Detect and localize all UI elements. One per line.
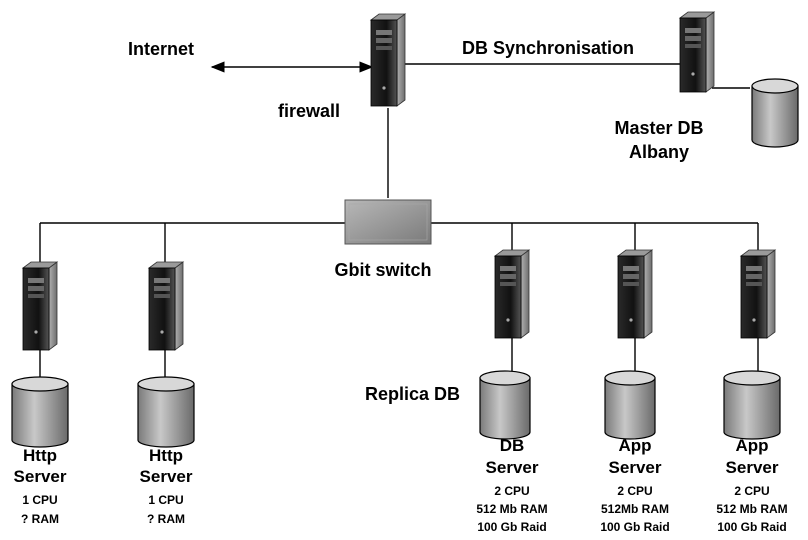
database-cylinders <box>11 78 799 448</box>
server-spec: 1 CPU <box>148 493 183 507</box>
server-towers <box>21 11 777 351</box>
db-sync-label: DB Synchronisation <box>462 38 634 58</box>
server-title: Http <box>149 446 183 465</box>
server-tower-icon <box>493 249 531 339</box>
network-switch-icon <box>344 199 432 245</box>
database-cylinder-icon <box>751 78 799 148</box>
server-spec: 512 Mb RAM <box>476 502 547 516</box>
server-spec: 512Mb RAM <box>601 502 669 516</box>
gbit-switch-label: Gbit switch <box>334 260 431 280</box>
server-title: Server <box>609 458 662 477</box>
internet-label: Internet <box>128 39 194 59</box>
master-db-label: Master DB <box>614 118 703 138</box>
server-tower-icon <box>616 249 654 339</box>
server-title: App <box>618 436 651 455</box>
server-title: Http <box>23 446 57 465</box>
server-spec: 1 CPU <box>22 493 57 507</box>
server-spec: 100 Gb Raid <box>717 520 786 534</box>
server-spec: 2 CPU <box>734 484 769 498</box>
database-cylinder-icon <box>137 376 195 448</box>
server-title: DB <box>500 436 525 455</box>
server-title: Server <box>14 467 67 486</box>
server-spec: ? RAM <box>21 512 59 526</box>
server-title: Server <box>486 458 539 477</box>
server-tower-icon <box>21 261 59 351</box>
database-cylinder-icon <box>723 370 781 440</box>
server-spec: 100 Gb Raid <box>600 520 669 534</box>
database-cylinder-icon <box>479 370 531 440</box>
database-cylinder-icon <box>604 370 656 440</box>
server-spec: 2 CPU <box>617 484 652 498</box>
server-spec: 2 CPU <box>494 484 529 498</box>
server-tower-icon <box>147 261 185 351</box>
firewall-label: firewall <box>278 101 340 121</box>
server-spec: ? RAM <box>147 512 185 526</box>
server-title: Server <box>726 458 779 477</box>
server-tower-icon <box>678 11 716 93</box>
master-db-location-label: Albany <box>629 142 689 162</box>
server-captions: Http Server 1 CPU ? RAM Http Server 1 CP… <box>14 436 788 534</box>
database-cylinder-icon <box>11 376 69 448</box>
server-tower-icon <box>369 13 407 107</box>
server-spec: 512 Mb RAM <box>716 502 787 516</box>
server-spec: 100 Gb Raid <box>477 520 546 534</box>
server-title: App <box>735 436 768 455</box>
server-tower-icon <box>739 249 777 339</box>
replica-db-label: Replica DB <box>365 384 460 404</box>
server-title: Server <box>140 467 193 486</box>
